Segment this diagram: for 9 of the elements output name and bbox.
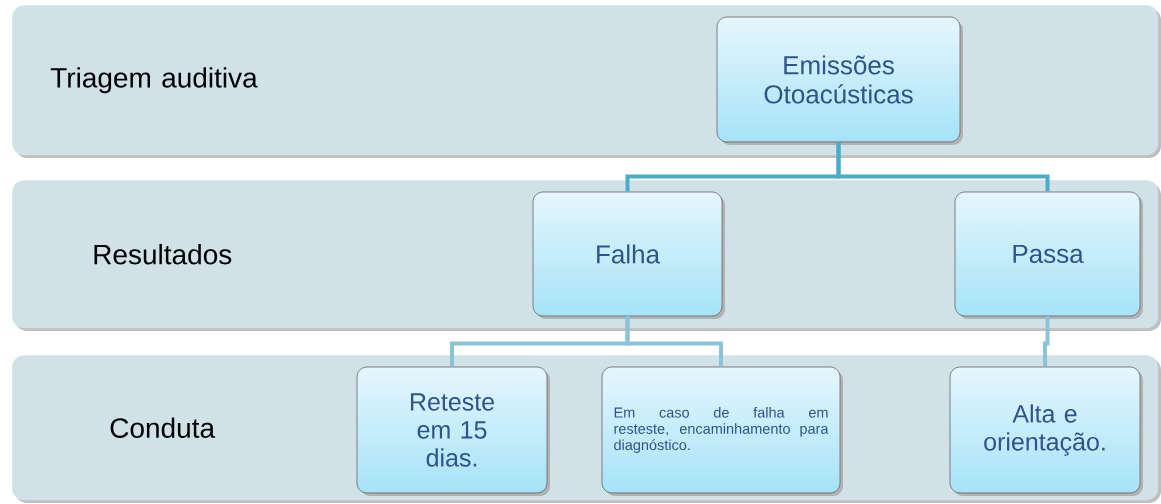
- process-box: Em caso de falha em resteste, encaminhamento para diagnóstico.: [601, 366, 841, 494]
- process-box: Alta e orientação.: [949, 366, 1141, 494]
- process-box: Emissões Otoacústicas: [716, 16, 961, 143]
- process-box: Reteste em 15 dias.: [356, 366, 548, 494]
- connector: [625, 316, 723, 367]
- connector: [836, 142, 1050, 192]
- process-box: Falha: [532, 191, 723, 317]
- connector: [1043, 316, 1050, 367]
- process-box: Passa: [954, 191, 1141, 317]
